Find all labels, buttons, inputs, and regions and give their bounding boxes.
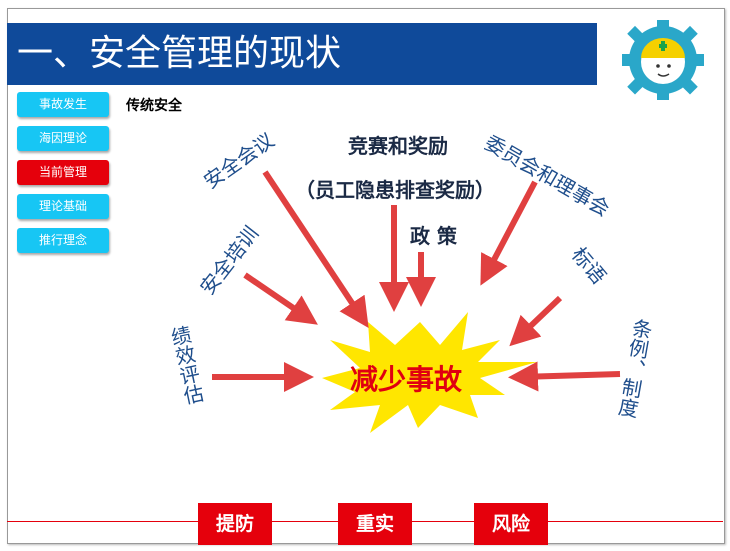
nav-accident-occurrence[interactable]: 事故发生 <box>17 92 109 117</box>
button-risk[interactable]: 风险 <box>474 503 548 545</box>
nav-current-management[interactable]: 当前管理 <box>17 160 109 185</box>
safety-helmet-logo-icon <box>622 20 704 100</box>
label-competition-note: （员工隐患排查奖励） <box>295 178 495 202</box>
label-competition: 竞赛和奖励 <box>348 134 448 158</box>
arrow-committee <box>480 180 538 286</box>
nav-theory-basis[interactable]: 理论基础 <box>17 194 109 219</box>
button-emphasize[interactable]: 重实 <box>338 503 412 545</box>
arrow-regulations <box>508 361 621 392</box>
label-policy: 政 策 <box>410 224 457 248</box>
arrow-meeting <box>262 170 369 328</box>
nav-heinrich-theory[interactable]: 海因理论 <box>17 126 109 151</box>
starburst <box>322 312 537 433</box>
arrow-training <box>243 272 318 325</box>
button-beware[interactable]: 提防 <box>198 503 272 545</box>
center-reduce-accidents: 减少事故 <box>350 363 463 396</box>
nav-promotion-concept[interactable]: 推行理念 <box>17 228 109 253</box>
page-title: 一、安全管理的现状 <box>7 23 597 85</box>
section-subtitle: 传统安全 <box>126 98 182 114</box>
arrow-slogan <box>509 295 563 347</box>
